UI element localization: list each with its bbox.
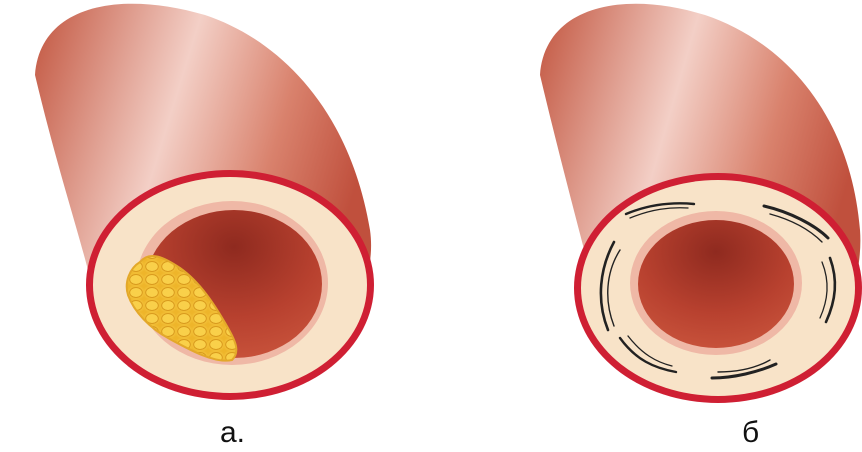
panel-label-a: а. bbox=[220, 418, 245, 448]
panel-label-b: б bbox=[742, 418, 759, 448]
artery-with-stiff-wall bbox=[540, 4, 862, 403]
vessel-lumen bbox=[638, 220, 794, 348]
artery-with-plaque bbox=[35, 4, 374, 400]
